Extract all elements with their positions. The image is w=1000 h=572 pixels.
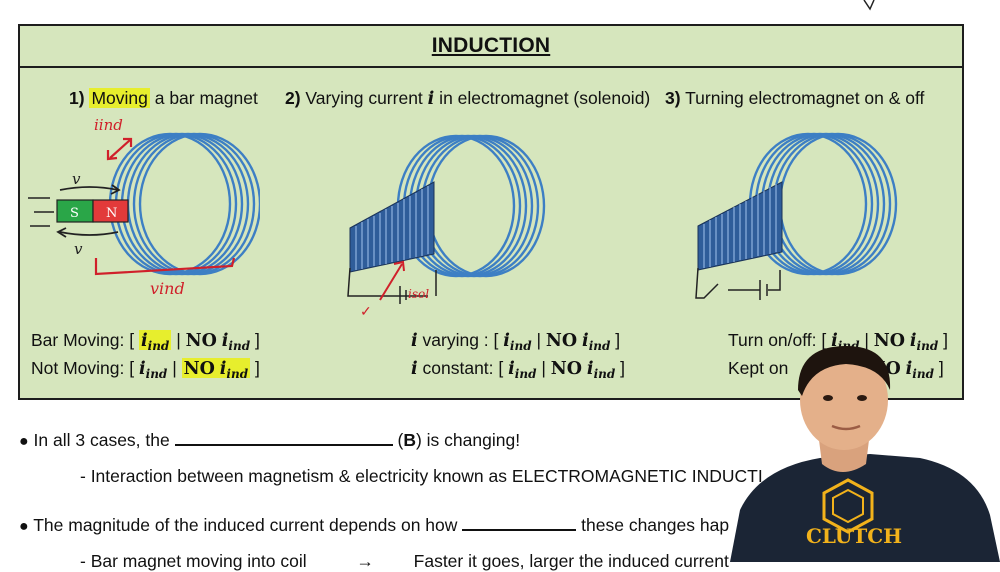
i-sol-annotation: isol: [408, 287, 429, 301]
panel-title-bar: INDUCTION: [18, 24, 964, 68]
switched-solenoid-diagram: [695, 132, 898, 300]
not-moving-row: Not Moving: [ iind | NO iind ]: [31, 358, 260, 381]
bullet-1: ● In all 3 cases, the (B) is changing!: [19, 430, 521, 450]
induction-panel: [18, 24, 964, 400]
blank-field-2: [462, 529, 577, 531]
wire-coil: [108, 132, 260, 276]
bullet-1-sub: - Interaction between magnetism & electr…: [80, 466, 763, 486]
bar-moving-row: Bar Moving: [ iind | NO iind ]: [31, 330, 260, 353]
bar-magnet-diagram: S N v v iind vind: [28, 116, 260, 298]
cropped-header-text: [40, 0, 360, 4]
check-annotation: ✓: [360, 304, 372, 320]
magnet-north-label: N: [106, 206, 117, 221]
check-mark-fragment-icon: [863, 0, 875, 11]
presenter-hair: [798, 346, 891, 396]
i-varying-row: i varying : [ iind | NO iind ]: [411, 330, 621, 353]
magnet-south-label: S: [70, 206, 79, 221]
clutch-logo-icon: [822, 478, 874, 534]
shirt-logo-text: CLUTCH: [806, 524, 902, 548]
magnet-north-pole: [92, 199, 129, 223]
case-2-heading: 2) Varying current i in electromagnet (s…: [285, 88, 651, 109]
case-1-heading: 1) Moving a bar magnet: [69, 88, 258, 108]
solenoid-diagram: isol ✓: [347, 134, 546, 320]
v-ind-annotation: vind: [150, 279, 185, 298]
bullet-2: ● The magnitude of the induced current d…: [19, 515, 730, 535]
blank-field-1: [174, 444, 393, 446]
i-constant-row: i constant: [ iind | NO iind ]: [411, 358, 625, 381]
presenter-face: [800, 350, 888, 450]
highlight-moving: Moving: [89, 88, 150, 108]
i-ind-annotation: iind: [94, 116, 123, 134]
v-label-bottom: v: [74, 240, 83, 258]
presenter-shirt: [730, 454, 1000, 562]
case-3-heading: 3) Turning electromagnet on & off: [665, 88, 925, 108]
panel-title: INDUCTION: [431, 34, 551, 57]
presenter-video: CLUTCH: [730, 346, 1000, 562]
turn-on-off-row: Turn on/off: [ iind | NO iind ]: [728, 330, 948, 353]
v-label-top: v: [72, 170, 81, 188]
